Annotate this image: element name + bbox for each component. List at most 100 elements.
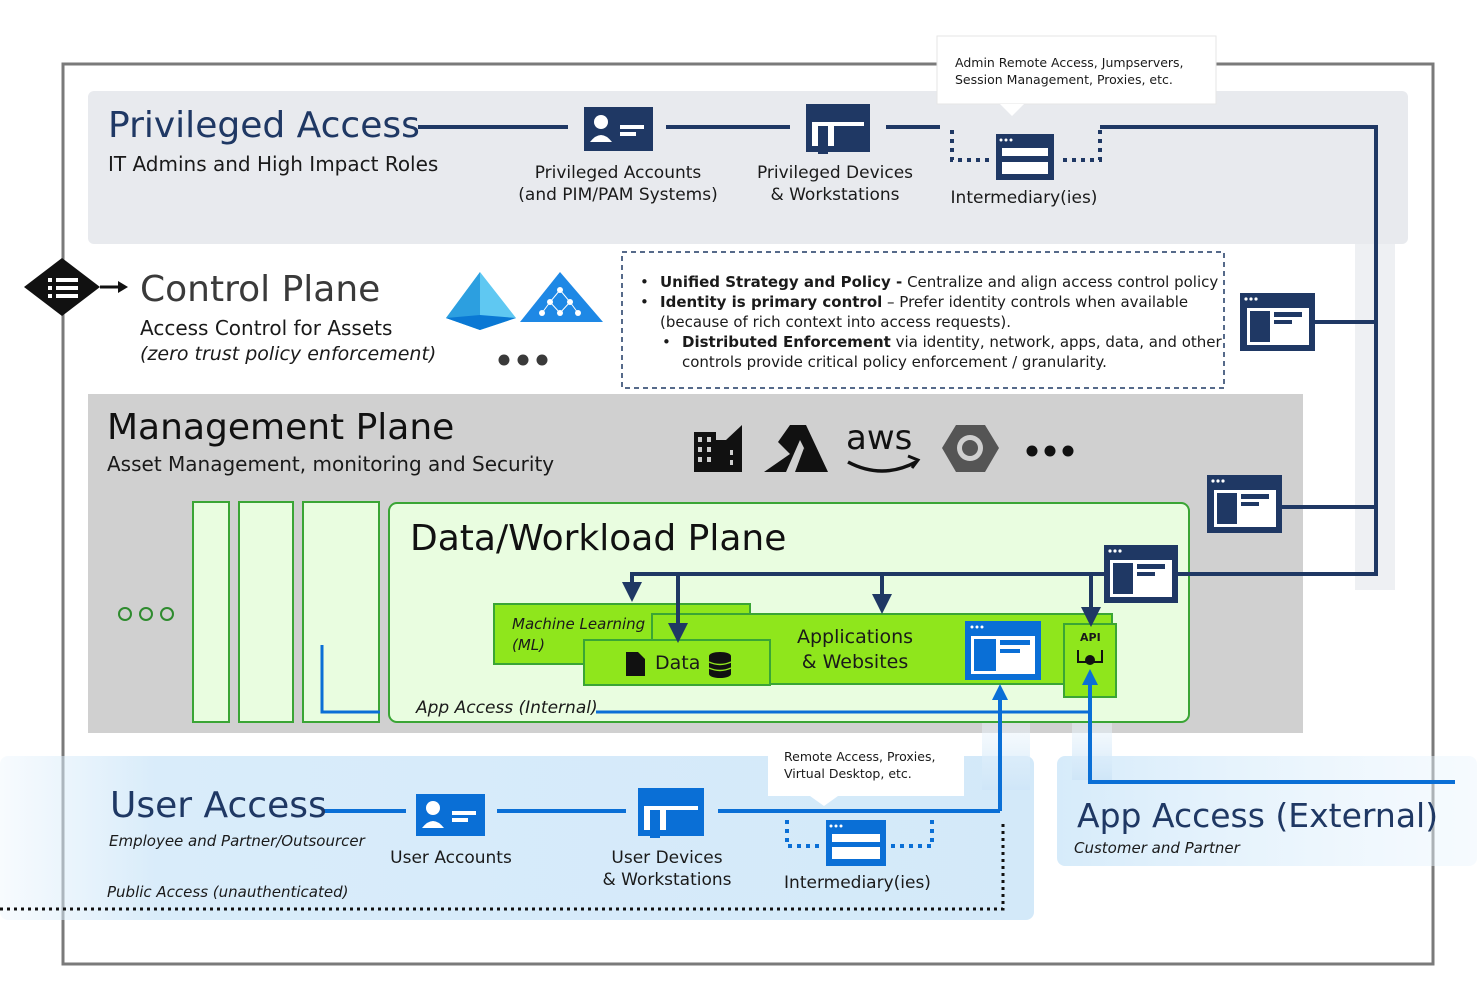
bullet-dot: • [640,293,649,311]
privileged-panel [88,91,1408,244]
privileged-title: Privileged Access [108,105,420,146]
more-dot [160,607,174,621]
bullet-bold: Distributed Enforcement [682,333,891,351]
bullet-bold: Unified Strategy and Policy - [660,273,903,291]
app-access-external-subtitle: Customer and Partner [1074,839,1240,857]
user-callout-text: Remote Access, Proxies, Virtual Desktop,… [784,748,935,782]
workload-pillar-2 [238,501,294,723]
google-cloud-icon [942,425,999,472]
label-line: & Workstations [770,185,900,205]
privileged-callout [936,35,1217,116]
privileged-intermediary-window-icon [996,134,1054,180]
label-line: (ML) [512,636,546,654]
bullet-text: – Prefer identity controls when availabl… [882,293,1189,311]
user-title: User Access [110,785,327,826]
public-access-label: Public Access (unauthenticated) [107,883,349,901]
user-devices-label: User Devices & Workstations [592,847,742,891]
bullet-dot: • [640,273,649,291]
data-box [583,639,771,686]
callout-line: Session Management, Proxies, etc. [955,72,1173,87]
user-device-icon [638,788,704,838]
more-dot [1062,445,1074,457]
privileged-accounts-label: Privileged Accounts (and PIM/PAM Systems… [508,162,728,206]
label-line: Privileged Devices [756,163,914,183]
workload-distribution-arrows [622,572,1104,643]
more-dot [118,607,132,621]
workload-pillar-3 [302,501,380,723]
bullet-continuation: controls provide critical policy enforce… [682,353,1107,371]
workload-pillar-1 [192,501,230,723]
label-line: Privileged Accounts [534,163,702,183]
user-intermediary-window-icon [826,820,886,866]
more-dot [536,354,548,366]
user-intermediary-label: Intermediary(ies) [784,873,931,893]
bullet-continuation: (because of rich context into access req… [660,313,1012,331]
more-dot [1026,445,1038,457]
aws-icon [847,454,921,473]
api-icon [1077,650,1103,665]
bullet-item: • Unified Strategy and Policy - Centraliz… [640,272,1220,292]
privileged-devices-label: Privileged Devices & Workstations [745,162,925,206]
user-access-panel [0,756,1034,920]
workload-title: Data/Workload Plane [410,518,787,559]
management-title: Management Plane [107,407,455,448]
bullet-text: Centralize and align access control poli… [902,273,1219,291]
label-line: & Websites [801,651,909,673]
privileged-connectors [418,125,1378,576]
control-plane-diamond-icon [24,258,128,316]
bullet-item: • Identity is primary control – Prefer id… [640,292,1220,312]
user-subtitle: Employee and Partner/Outsourcer [109,832,365,850]
callout-line: Remote Access, Proxies, [784,749,936,764]
api-label: API [1080,631,1101,644]
privileged-intermediary-dotted [950,130,1102,162]
user-intermediary-dotted [785,820,934,848]
apps-label: Applications & Websites [765,625,945,675]
privileged-device-icon [806,104,870,154]
more-dot [498,354,510,366]
building-icon [694,425,742,472]
user-access-connectors [324,669,1455,813]
workload-window-icon [1104,545,1178,603]
data-label: Data [655,652,701,674]
ml-label: Machine Learning (ML) [512,614,645,656]
label-line: (and PIM/PAM Systems) [518,185,718,205]
privileged-intermediary-label: Intermediary(ies) [950,188,1098,208]
azure-icon [764,425,828,472]
azure-ad-conditional-access-icon [520,272,603,322]
control-subtitle: Access Control for Assets [140,316,393,340]
more-dot [139,607,153,621]
user-account-icon [416,794,485,836]
outer-frame [61,62,1435,966]
app-access-external-title: App Access (External) [1077,796,1439,835]
label-line: User Devices [611,848,723,868]
bullet-bold: Identity is primary control [660,293,883,311]
bullet-text: via identity, network, apps, data, and o… [890,333,1222,351]
app-window-icon [965,621,1041,680]
control-subtitle-2: (zero trust policy enforcement) [140,343,437,365]
bullet-dot: • [662,333,671,351]
label-line: Machine Learning [512,615,646,633]
database-icon [708,652,732,678]
callout-line: Virtual Desktop, etc. [784,766,912,781]
public-access-line [0,823,1005,911]
control-title: Control Plane [140,269,381,310]
management-subtitle: Asset Management, monitoring and Securit… [107,452,555,476]
more-dot [1044,445,1056,457]
privileged-account-icon [584,107,653,151]
callout-line: Admin Remote Access, Jumpservers, [955,55,1184,70]
label-line: & Workstations [602,870,732,890]
app-access-internal-label: App Access (Internal) [416,698,598,718]
more-dot [517,354,529,366]
app-access-internal-line [320,645,380,714]
privileged-subtitle: IT Admins and High Impact Roles [108,152,439,176]
aws-label: aws [846,418,913,458]
azure-ad-icon [446,272,516,330]
control-policy-bullets: • Unified Strategy and Policy - Centraliz… [640,272,1222,372]
bullet-item: • Distributed Enforcement via identity, n… [640,332,1222,352]
control-policy-box [621,251,1225,389]
label-line: Applications [796,626,914,648]
privileged-callout-text: Admin Remote Access, Jumpservers, Sessio… [955,54,1184,88]
document-icon [626,652,645,676]
management-window-icon [1207,475,1282,533]
